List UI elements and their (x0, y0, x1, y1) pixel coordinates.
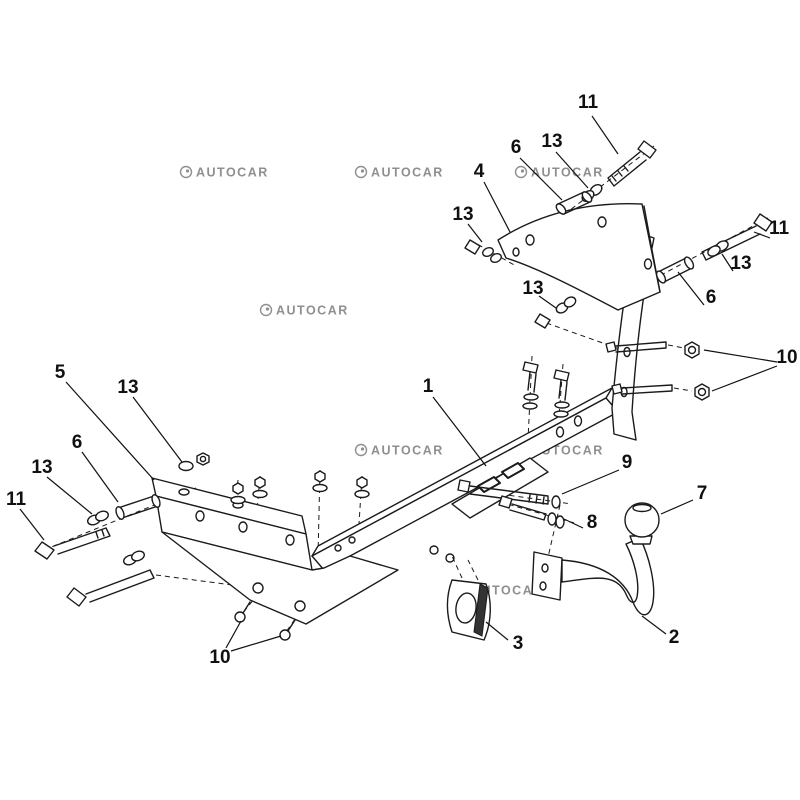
part-number: 10 (776, 347, 797, 368)
part-label-11-right: 11 (753, 218, 790, 239)
part-number: 13 (522, 278, 543, 299)
watermark-text: AUTOCAR (371, 444, 444, 458)
autocar-logo-icon (514, 165, 528, 179)
ball-pin-fasteners-part-10 (234, 601, 296, 641)
watermark: AUTOCAR (354, 443, 444, 458)
part-number: 13 (31, 457, 52, 478)
part-label-9: 9 (561, 452, 633, 495)
part-label-6-right: 6 (677, 271, 717, 308)
watermark: AUTOCAR (354, 165, 444, 180)
autocar-logo-dot-icon (360, 169, 365, 173)
screw-washers-upper-13 (464, 239, 502, 264)
part-number: 9 (622, 452, 633, 473)
part-number: 13 (117, 377, 138, 398)
part-number: 13 (730, 253, 751, 274)
assembly-drawing (34, 140, 773, 641)
part-label-13-mid: 13 (522, 278, 557, 309)
part-label-11-left: 11 (6, 489, 45, 541)
part-number: 5 (55, 362, 66, 383)
part-number: 1 (423, 376, 434, 397)
part-label-13-left-lower: 13 (31, 457, 93, 515)
part-label-13-left-upper: 13 (117, 377, 183, 463)
autocar-logo-dot-icon (360, 447, 365, 451)
part-number: 3 (513, 633, 524, 654)
part-label-13-right: 13 (721, 253, 752, 274)
bolt-set-left (34, 452, 210, 560)
bolts-and-nuts-part-10-right (605, 341, 710, 401)
part-label-6-left: 6 (72, 432, 119, 503)
watermark-text: AUTOCAR (276, 304, 349, 318)
vertical-bolts-with-washers (522, 361, 570, 418)
watermark-text: AUTOCAR (196, 166, 269, 180)
part-label-13-top: 13 (541, 131, 589, 189)
part-number: 4 (474, 161, 485, 182)
lower-left-bracket (161, 531, 399, 625)
watermark: AUTOCAR (179, 165, 269, 180)
watermarks: AUTOCAR AUTOCAR AUTOCAR AUTOCAR AUTOCAR … (179, 165, 604, 598)
part-label-1: 1 (423, 376, 487, 467)
part-number: 10 (209, 647, 230, 668)
left-side-plate-part-5 (151, 477, 313, 571)
part-label-5: 5 (55, 362, 155, 481)
part-number: 11 (6, 489, 27, 510)
part-label-4: 4 (474, 161, 511, 233)
bolt-set-right (655, 213, 773, 284)
part-label-10-bottom: 10 (209, 620, 282, 668)
swan-neck-part-2 (531, 535, 655, 616)
part-number: 6 (511, 137, 522, 158)
bolt-set-top-right (555, 140, 657, 215)
part-label-6-top: 6 (511, 137, 563, 201)
tow-ball-part-7 (624, 502, 660, 538)
autocar-logo-icon (354, 443, 368, 457)
part-number: 13 (541, 131, 562, 152)
bolt-part-9 (457, 479, 561, 509)
part-number: 6 (706, 287, 717, 308)
watermark: AUTOCAR (259, 303, 349, 318)
part-number: 13 (452, 204, 473, 225)
watermark: AUTOCAR (514, 165, 604, 180)
part-label-3: 3 (485, 621, 524, 654)
autocar-logo-dot-icon (185, 169, 190, 173)
screw-washers-mid-13 (534, 296, 577, 329)
part-label-8: 8 (563, 512, 598, 533)
long-bolt-lower-left (66, 550, 155, 607)
part-label-10-right: 10 (703, 347, 798, 392)
watermark-text: AUTOCAR (531, 166, 604, 180)
part-number: 2 (669, 627, 680, 648)
washer-nut-stacks (230, 470, 370, 505)
part-number: 7 (697, 483, 708, 504)
autocar-logo-dot-icon (265, 307, 270, 311)
part-labels: 11 13 6 4 13 11 13 6 (6, 92, 798, 668)
autocar-logo-dot-icon (520, 169, 525, 173)
part-number: 11 (578, 92, 599, 113)
top-bracket-part-4 (497, 203, 661, 311)
backing-plate-part-3 (446, 579, 491, 641)
bolt-part-8 (498, 495, 565, 529)
part-number: 8 (587, 512, 598, 533)
part-label-2: 2 (641, 615, 680, 648)
part-label-7: 7 (660, 483, 708, 515)
part-label-11-top: 11 (578, 92, 619, 155)
centerlines (43, 145, 769, 633)
watermark-text: AUTOCAR (371, 166, 444, 180)
part-number: 6 (72, 432, 83, 453)
autocar-logo-icon (354, 165, 368, 179)
autocar-logo-icon (179, 165, 193, 179)
part-label-13-upper: 13 (452, 204, 483, 243)
part-number: 11 (769, 218, 790, 239)
autocar-logo-icon (259, 303, 273, 317)
